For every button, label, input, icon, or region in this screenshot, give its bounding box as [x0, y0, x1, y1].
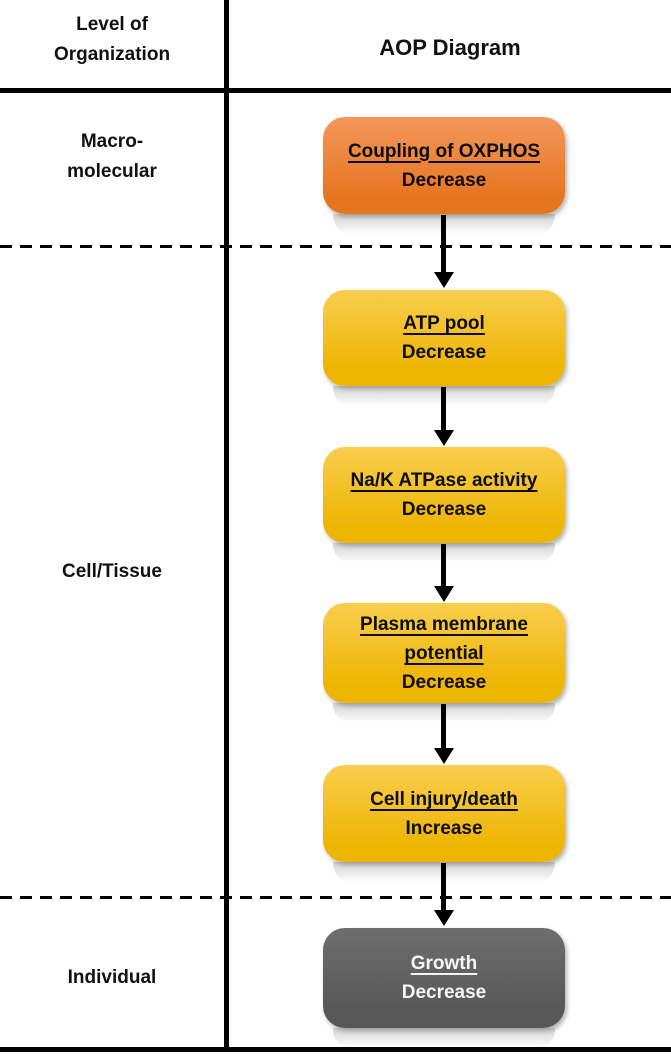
flow-arrow-4: [434, 704, 454, 764]
aop-diagram-header: AOP Diagram: [379, 35, 521, 60]
arrow-shaft: [441, 704, 446, 750]
arrow-shaft: [441, 863, 446, 912]
arrow-head-icon: [434, 272, 454, 288]
node-title: ATP pool: [403, 313, 485, 334]
arrow-shaft: [441, 387, 446, 432]
node-change: Increase: [405, 817, 483, 839]
flow-arrow-3: [434, 544, 454, 602]
node-change: Decrease: [401, 982, 487, 1003]
level-label-cell-tissue: Cell/Tissue: [62, 561, 162, 582]
arrow-shaft: [441, 544, 446, 588]
level-of-organization-header: Level of Organization: [53, 14, 171, 65]
node-change: Decrease: [401, 169, 487, 191]
bottom-border-line: [0, 1047, 671, 1052]
level-label-individual: Individual: [67, 967, 157, 988]
header-separator-line: [0, 88, 671, 93]
node-title: Growth: [410, 953, 478, 974]
node-title: Na/K ATPase activity: [350, 470, 538, 491]
flow-arrow-5: [434, 863, 454, 926]
node-na-k-atpase-activity: Na/K ATPase activity Decrease: [323, 447, 565, 563]
node-atp-pool: ATP pool Decrease: [323, 290, 565, 406]
flow-arrow-2: [434, 387, 454, 446]
node-coupling-of-oxphos: Coupling of OXPHOS Decrease: [323, 117, 565, 234]
node-title: Coupling of OXPHOS: [347, 140, 541, 162]
arrow-head-icon: [434, 910, 454, 926]
node-change: Decrease: [401, 342, 487, 363]
node-cell-injury-death: Cell injury/death Increase: [323, 765, 565, 882]
node-title: Plasma membrane potential: [360, 613, 528, 664]
level-label-macromolecular: Macro- molecular: [67, 131, 157, 182]
node-change: Decrease: [401, 671, 487, 693]
arrow-shaft: [441, 215, 446, 274]
node-growth: Growth Decrease: [323, 928, 565, 1048]
cell-individual-divider-line: [0, 896, 671, 899]
column-divider-line: [224, 0, 229, 1052]
macromolecular-cell-divider-line: [0, 245, 671, 248]
arrow-head-icon: [434, 748, 454, 764]
flow-arrow-1: [434, 215, 454, 288]
arrow-head-icon: [434, 430, 454, 446]
node-title: Cell injury/death: [370, 788, 518, 810]
node-change: Decrease: [401, 499, 487, 520]
arrow-head-icon: [434, 586, 454, 602]
node-plasma-membrane-potential: Plasma membrane potential Decrease: [323, 603, 565, 723]
